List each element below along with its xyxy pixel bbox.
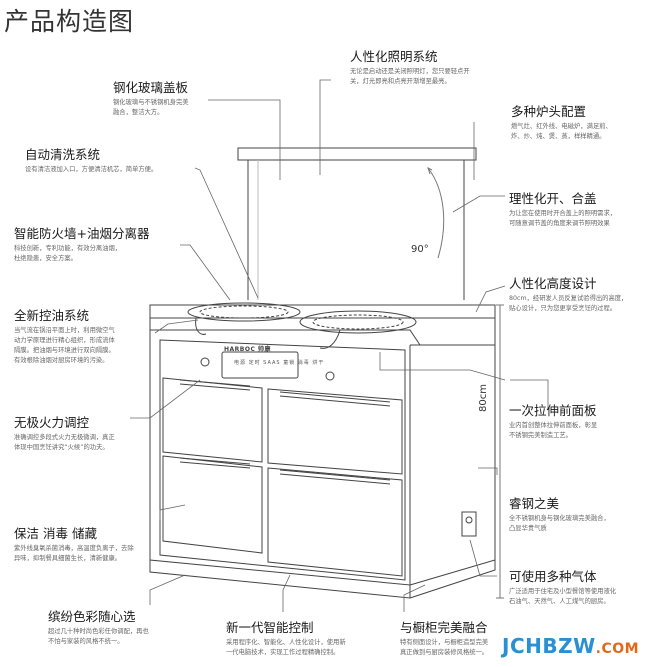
feature-desc: 钢化玻璃与不锈钢机身完美 融合，整洁大方。 xyxy=(113,99,189,116)
feature-title: 无极火力调控 xyxy=(14,415,90,430)
feature-desc: 80cm，经研发人员反复试验得出的高度， 贴心设计，只为您更享受烹饪的过程。 xyxy=(509,295,628,312)
feature-firewall: 智能防火墙+油烟分离器 科技创新，专利功能，有效分离油烟， 杜绝隐患，安全方案。 xyxy=(14,226,149,264)
feature-title: 人性化高度设计 xyxy=(509,276,597,291)
feature-desc: 广泛适用于住宅及小型餐馆等使用液化 石油气、天然气、人工煤气的厨房。 xyxy=(509,588,617,605)
feature-title: 智能防火墙+油烟分离器 xyxy=(14,226,150,241)
feature-desc: 业内首创整体拉伸前面板，彰显 不锈钢完美制造工艺。 xyxy=(509,422,598,439)
watermark-suffix: .COM xyxy=(595,641,640,657)
feature-fire-control: 无极火力调控 准确调控多段式火力无极微调，真正 体现中国烹饪讲究“火候”的功夫。 xyxy=(14,415,115,453)
feature-title: 理性化开、合盖 xyxy=(509,191,597,206)
feature-title: 与橱柜完美融合 xyxy=(400,620,488,635)
feature-smart-control: 新一代智能控制 采用程序化、智能化、人性化设计，使用新 一代电脑技术，实现工作过… xyxy=(226,620,346,658)
feature-desc: 采用程序化、智能化、人性化设计，使用新 一代电脑技术，实现工作过程精确控制。 xyxy=(226,639,346,656)
page-title: 产品构造图 xyxy=(4,7,135,36)
feature-desc: 燃气灶、红外线、电磁炉，满足煎、 炸、炒、炖、煲、蒸，样样精通。 xyxy=(511,123,612,140)
feature-desc: 特有侧面设计，与橱柜造型完美 真正做到与厨房装修风格统一。 xyxy=(400,639,489,656)
feature-desc: 准确调控多段式火力无极微调，真正 体现中国烹饪讲究“火候”的功夫。 xyxy=(14,434,115,451)
feature-title: 钢化玻璃盖板 xyxy=(113,80,189,95)
feature-title: 自动清洗系统 xyxy=(25,147,101,162)
feature-burners: 多种炉头配置 燃气灶、红外线、电磁炉，满足煎、 炸、炒、炖、煲、蒸，样样精通。 xyxy=(511,104,612,142)
watermark-main: JCHBZW xyxy=(502,634,596,658)
height-label: 80cm xyxy=(478,384,489,412)
feature-title: 保洁 消毒 储藏 xyxy=(14,526,97,541)
brand-logo: HARBOC 帅康 xyxy=(224,344,271,353)
feature-desc: 设有清洁液加入口，方便清洁机芯，简单方便。 xyxy=(25,166,158,173)
feature-gas-types: 可使用多种气体 广泛适用于住宅及小型餐馆等使用液化 石油气、天然气、人工煤气的厨… xyxy=(509,569,616,607)
feature-height: 人性化高度设计 80cm，经研发人员反复试验得出的高度， 贴心设计，只为您更享受… xyxy=(509,276,627,314)
feature-colors: 缤纷色彩随心选 超过几十种时尚色彩任你调配，再也 不怕与家装的风格不统一。 xyxy=(48,609,149,647)
feature-desc: 当气流在锅沿平面上时，利用微空气 动力学原理进行精心组织，形成流体 隔膜。把油烟… xyxy=(14,327,115,364)
brand-name: HARBOC xyxy=(224,346,256,353)
feature-desc: 紫外线臭氧杀菌消毒，高温度负离子，去除 异味，抑制餐具细菌生长，清新健康。 xyxy=(14,545,134,562)
feature-title: 多种炉头配置 xyxy=(511,104,587,119)
feature-title: 睿钢之美 xyxy=(509,496,560,511)
feature-disinfect: 保洁 消毒 储藏 紫外线臭氧杀菌消毒，高温度负离子，去除 异味，抑制餐具细菌生长… xyxy=(14,526,134,564)
feature-front-panel: 一次拉伸前面板 业内首创整体拉伸前面板，彰显 不锈钢完美制造工艺。 xyxy=(509,403,597,441)
feature-open-close: 理性化开、合盖 为让您在使用时开合盖上的照明需求， 可随意调节盖的角度来调节照明… xyxy=(509,191,616,229)
feature-auto-clean: 自动清洗系统 设有清洁液加入口，方便清洁机芯，简单方便。 xyxy=(25,147,157,175)
feature-desc: 无论是启动还是关闭照明灯，您只要轻点开 关，灯光即亮和点亮开渐增至最亮。 xyxy=(350,68,470,85)
watermark: JCHBZW.COM xyxy=(502,634,639,658)
feature-lighting: 人性化照明系统 无论是启动还是关闭照明灯，您只要轻点开 关，灯光即亮和点亮开渐增… xyxy=(350,49,470,87)
feature-desc: 科技创新，专利功能，有效分离油烟， 杜绝隐患，安全方案。 xyxy=(14,245,122,262)
feature-glass-cover: 钢化玻璃盖板 钢化玻璃与不锈钢机身完美 融合，整洁大方。 xyxy=(113,80,189,118)
feature-steel-beauty: 睿钢之美 全不锈钢机身与钢化玻璃完美融合， 凸显华贵气质 xyxy=(509,496,610,534)
brand-suffix: 帅康 xyxy=(257,346,271,353)
feature-cabinet-fit: 与橱柜完美融合 特有侧面设计，与橱柜造型完美 真正做到与厨房装修风格统一。 xyxy=(400,620,488,658)
feature-title: 新一代智能控制 xyxy=(226,620,314,635)
feature-title: 人性化照明系统 xyxy=(350,49,438,64)
feature-title: 全新控油系统 xyxy=(14,308,90,323)
feature-title: 一次拉伸前面板 xyxy=(509,403,597,418)
control-panel-text: 电源 定时 SAAS 童锁 消毒 烘干 xyxy=(234,360,325,366)
feature-desc: 全不锈钢机身与钢化玻璃完美融合， 凸显华贵气质 xyxy=(509,515,610,532)
feature-desc: 超过几十种时尚色彩任你调配，再也 不怕与家装的风格不统一。 xyxy=(48,628,149,645)
feature-desc: 为让您在使用时开合盖上的照明需求， 可随意调节盖的角度来调节照明效果 xyxy=(509,210,617,227)
feature-oil-control: 全新控油系统 当气流在锅沿平面上时，利用微空气 动力学原理进行精心组织，形成流体… xyxy=(14,308,115,366)
feature-title: 缤纷色彩随心选 xyxy=(48,609,136,624)
angle-label: 90° xyxy=(411,244,429,255)
feature-title: 可使用多种气体 xyxy=(509,569,597,584)
